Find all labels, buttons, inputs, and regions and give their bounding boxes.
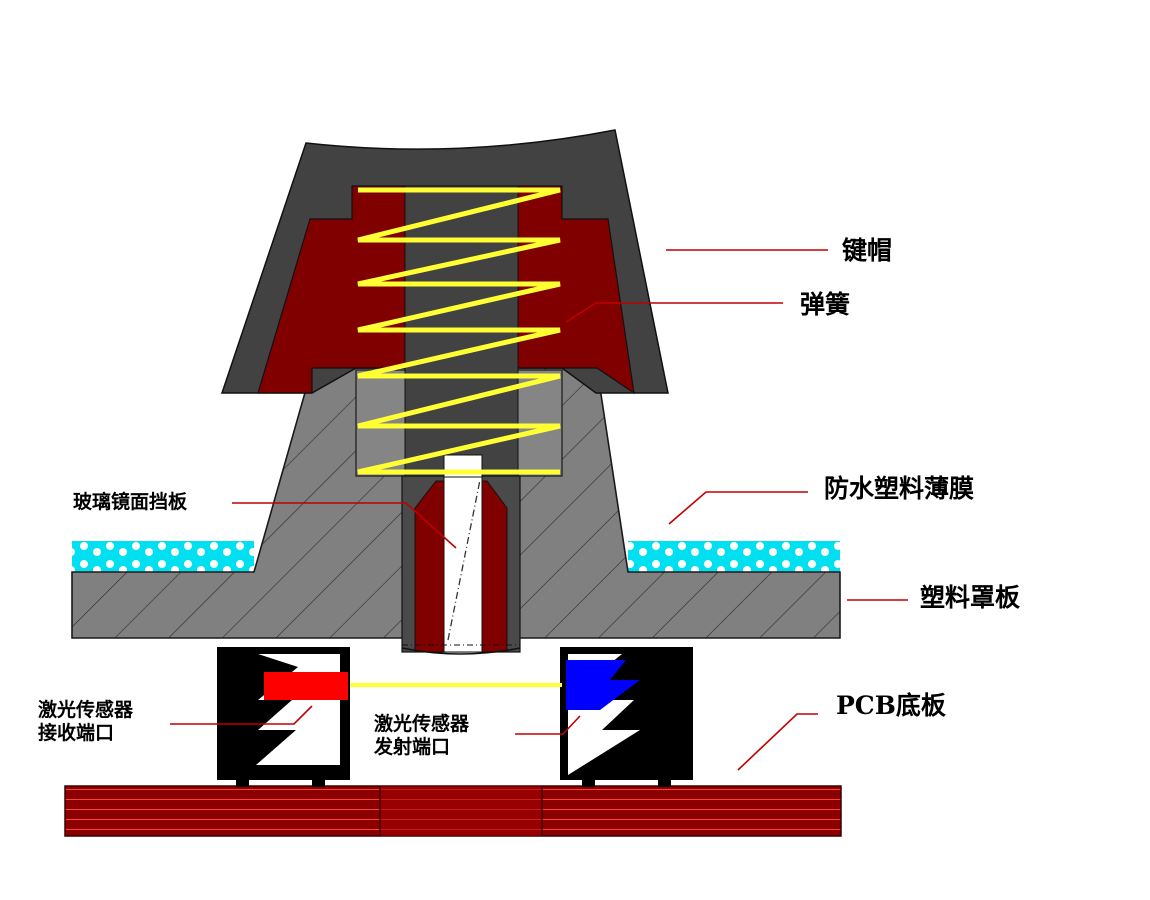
waterproof-membrane bbox=[72, 541, 840, 572]
label-mirror: 玻璃镜面挡板 bbox=[73, 490, 188, 513]
laser-emitter bbox=[560, 647, 693, 787]
label-cover-plate: 塑料罩板 bbox=[920, 583, 1020, 612]
label-emitter-line2: 发射端口 bbox=[373, 735, 450, 758]
label-receiver-line1: 激光传感器 bbox=[38, 698, 134, 721]
laser-receiver bbox=[217, 647, 350, 787]
label-pcb: PCB底板 bbox=[836, 691, 946, 720]
leader-lines bbox=[170, 249, 908, 771]
plunger-tube bbox=[401, 454, 521, 655]
spring bbox=[357, 187, 561, 475]
label-receiver-line2: 接收端口 bbox=[38, 721, 114, 744]
label-membrane: 防水塑料薄膜 bbox=[824, 474, 974, 503]
pcb-board bbox=[64, 785, 842, 837]
label-emitter-line1: 激光传感器 bbox=[374, 712, 470, 735]
label-spring: 弹簧 bbox=[800, 290, 850, 319]
label-keycap: 键帽 bbox=[842, 236, 892, 265]
